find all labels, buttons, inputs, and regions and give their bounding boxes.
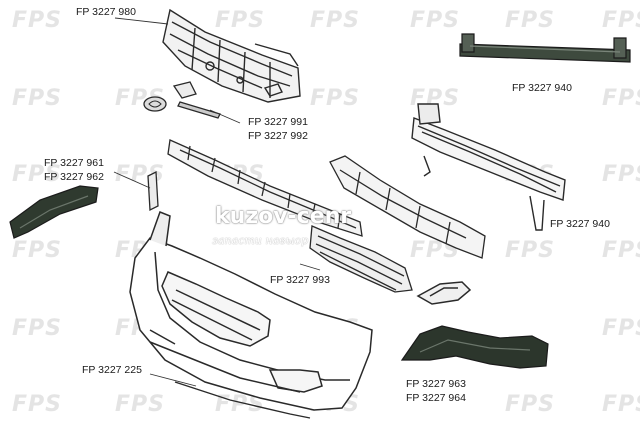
label-lower-grille-insert: FP 3227 993 bbox=[270, 274, 330, 286]
left-small-mount bbox=[147, 170, 159, 212]
lower-reinforcement-beam bbox=[411, 103, 566, 231]
site-tagline: запасти навыор bbox=[212, 234, 309, 247]
watermark-logo: FPS bbox=[12, 392, 62, 417]
label-left-bracket-961: FP 3227 961 bbox=[44, 157, 104, 169]
watermark-logo: FPS bbox=[115, 392, 165, 417]
watermark-logo: FPS bbox=[215, 8, 265, 33]
bumper-absorber-bracket bbox=[167, 139, 363, 237]
label-bumper-cover: FP 3227 225 bbox=[82, 364, 142, 376]
watermark-logo: FPS bbox=[12, 162, 62, 187]
label-left-bracket-962: FP 3227 962 bbox=[44, 171, 104, 183]
watermark-logo: FPS bbox=[602, 86, 640, 111]
watermark-logo: FPS bbox=[310, 86, 360, 111]
grille-emblem bbox=[143, 96, 167, 112]
label-upper-grille-frame: FP 3227 980 bbox=[76, 6, 136, 18]
watermark-logo: FPS bbox=[602, 316, 640, 341]
watermark-logo: FPS bbox=[602, 8, 640, 33]
watermark-logo: FPS bbox=[12, 86, 62, 111]
label-lower-reinforcement-beam: FP 3227 940 bbox=[550, 218, 610, 230]
watermark-logo: FPS bbox=[505, 8, 555, 33]
watermark-logo: FPS bbox=[505, 392, 555, 417]
front-bumper-cover bbox=[129, 211, 373, 411]
right-side-bracket bbox=[400, 325, 549, 369]
label-emblem: FP 3227 991 bbox=[248, 116, 308, 128]
watermark-logo: FPS bbox=[12, 316, 62, 341]
label-right-bracket-964: FP 3227 964 bbox=[406, 392, 466, 404]
label-upper-reinforcement-bar: FP 3227 940 bbox=[512, 82, 572, 94]
left-side-bracket bbox=[9, 185, 99, 239]
center-support-frame bbox=[329, 155, 486, 259]
leader-lines bbox=[113, 17, 321, 387]
watermark-logo: FPS bbox=[12, 8, 62, 33]
watermark-logo: FPS bbox=[410, 8, 460, 33]
upper-reinforcement-bar bbox=[459, 33, 631, 63]
watermark-logo: FPS bbox=[602, 392, 640, 417]
label-right-bracket-963: FP 3227 963 bbox=[406, 378, 466, 390]
label-grille-clip: FP 3227 992 bbox=[248, 130, 308, 142]
grille-clip bbox=[172, 81, 221, 119]
watermark-logo: FPS bbox=[602, 238, 640, 263]
watermark-logo: FPS bbox=[310, 8, 360, 33]
watermark-logo: FPS bbox=[505, 238, 555, 263]
upper-grille-frame bbox=[162, 8, 301, 103]
lower-grille-insert bbox=[309, 225, 413, 293]
lower-trim-strip bbox=[174, 381, 311, 419]
watermark-logo: FPS bbox=[602, 162, 640, 187]
fog-light-trim bbox=[416, 281, 472, 305]
watermark-logo: FPS bbox=[12, 238, 62, 263]
site-watermark: kuzov-cenr bbox=[215, 204, 352, 229]
